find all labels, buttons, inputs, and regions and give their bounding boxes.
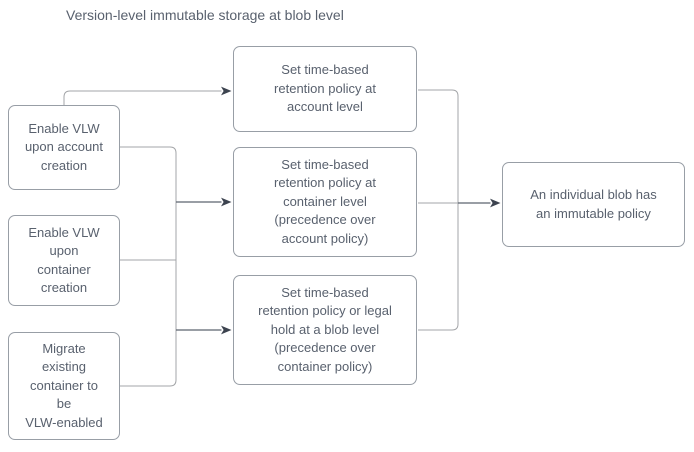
node-enable-vlw-account: Enable VLW upon account creation bbox=[8, 105, 120, 190]
arrowhead-icon bbox=[221, 86, 232, 96]
edge-left-trunk bbox=[120, 146, 177, 387]
edge-right-trunk bbox=[418, 89, 459, 331]
node-migrate-existing-container: Migrate existing container to be VLW-ena… bbox=[8, 332, 120, 440]
node-retention-policy-blob: Set time-based retention policy or legal… bbox=[233, 275, 417, 385]
node-retention-policy-container: Set time-based retention policy at conta… bbox=[233, 147, 417, 257]
node-individual-blob-immutable: An individual blob has an immutable poli… bbox=[502, 162, 685, 247]
diagram-title: Version-level immutable storage at blob … bbox=[66, 7, 344, 23]
edge-account-to-account-policy bbox=[63, 90, 222, 105]
arrowhead-icon bbox=[221, 325, 232, 335]
node-enable-vlw-container: Enable VLW upon container creation bbox=[8, 215, 120, 306]
arrowhead-icon bbox=[490, 198, 501, 208]
arrowhead-icon bbox=[221, 197, 232, 207]
node-retention-policy-account: Set time-based retention policy at accou… bbox=[233, 46, 417, 132]
